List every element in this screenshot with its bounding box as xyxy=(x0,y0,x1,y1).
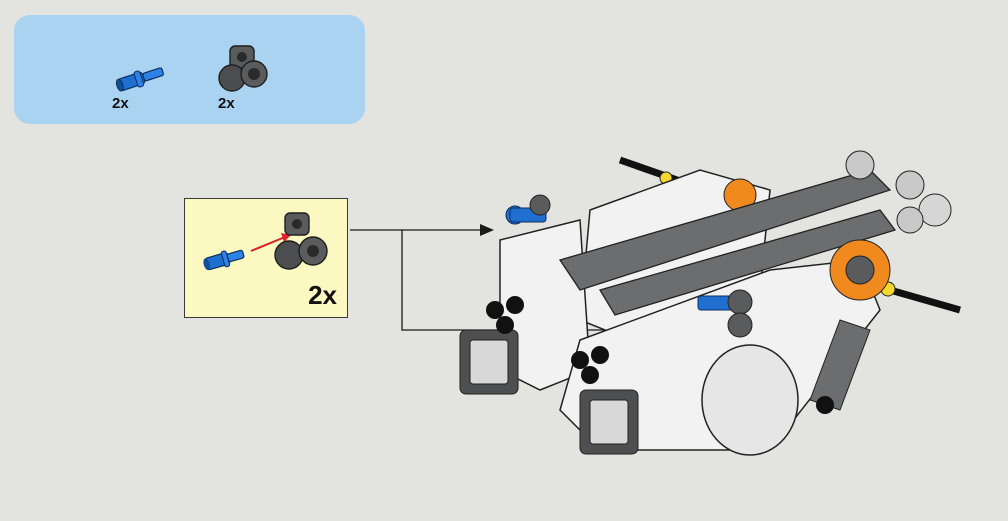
connector-cluster-icon xyxy=(845,150,952,234)
top-beam-icon xyxy=(558,169,897,316)
blue-axle-pin-icon xyxy=(115,67,164,92)
callout-quantity: 2x xyxy=(308,280,337,310)
part-quantity: 2x xyxy=(112,95,129,112)
callout-assembly-illustration xyxy=(203,212,328,271)
front-motor-icon xyxy=(559,239,891,456)
robot-motor-assembly-illustration xyxy=(459,150,961,456)
leg-beam-icon xyxy=(809,319,871,414)
parts-list-panel: 2x 2x xyxy=(14,15,365,124)
part-quantity: 2x xyxy=(218,95,235,112)
blue-axle-pin-icon xyxy=(697,289,753,338)
dark-gray-pin-connector-icon xyxy=(274,212,328,270)
front-axle-icon xyxy=(880,281,961,314)
dark-gray-pin-connector-icon xyxy=(218,45,268,92)
back-motor-port-icon xyxy=(459,329,519,395)
sub-assembly-callout: 2x xyxy=(184,198,348,318)
black-pins-icon xyxy=(486,296,609,384)
blue-axle-pin-icon xyxy=(203,249,245,271)
